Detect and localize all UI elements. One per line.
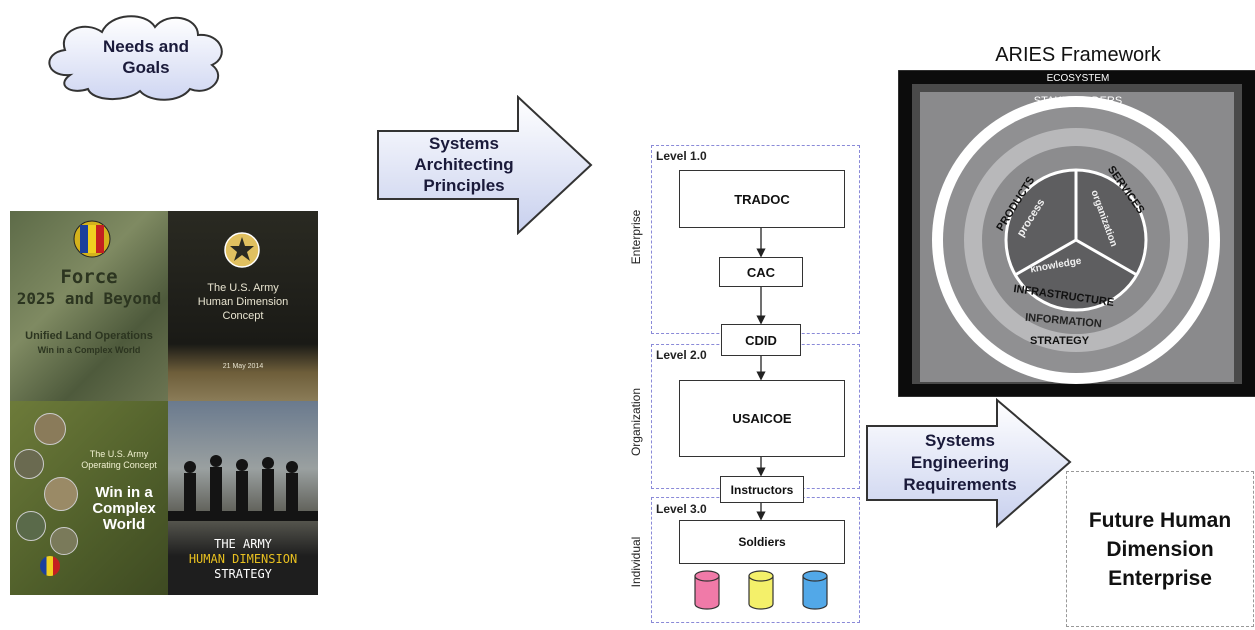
cover-operating-concept: The U.S. Army Operating Concept Win in a… — [10, 401, 168, 595]
cover-hd-strategy: THE ARMY HUMAN DIMENSION STRATEGY — [168, 401, 318, 595]
cover-force-2025: Force 2025 and Beyond Unified Land Opera… — [10, 211, 168, 401]
yellow-cylinder-icon — [748, 570, 774, 610]
cylinder-icons — [694, 570, 828, 610]
tradoc-box: TRADOC — [679, 170, 845, 228]
oc-title-2: Complex — [92, 500, 156, 517]
oc-circle-5 — [50, 527, 78, 555]
soldiers-box: Soldiers — [679, 520, 845, 564]
oc-title-3: World — [102, 516, 146, 533]
army-seal-icon — [73, 220, 111, 258]
aries-ecosystem-label: ECOSYSTEM — [1046, 73, 1110, 84]
force-subtitle-1: Unified Land Operations — [25, 330, 153, 342]
hds-line3: STRATEGY — [214, 567, 272, 581]
aries-stakeholders-label: STAKEHOLDERS — [1033, 95, 1123, 107]
soldiers-silhouette — [168, 455, 318, 521]
hdc-date: 21 May 2014 — [222, 363, 264, 370]
aries-framework-diagram — [898, 70, 1255, 397]
force-title-2: 2025 and Beyond — [16, 289, 162, 308]
oc-seal — [40, 556, 60, 576]
force-subtitle-2: Win in a Complex World — [37, 345, 141, 355]
hdc-title-1: The U.S. Army — [207, 282, 279, 294]
blue-cylinder-icon — [802, 570, 828, 610]
oc-circle-4 — [16, 511, 46, 541]
cover-human-dimension-concept: The U.S. Army Human Dimension Concept 21… — [168, 211, 318, 401]
hds-line2: HUMAN DIMENSION — [188, 552, 298, 566]
level-2-label: Level 2.0 — [656, 348, 707, 362]
cdid-box: CDID — [721, 324, 801, 356]
oc-header-2: Operating Concept — [81, 460, 157, 470]
aries-title: ARIES Framework — [995, 44, 1161, 66]
needs-goals-cloud — [48, 15, 223, 101]
cac-box: CAC — [719, 257, 803, 287]
instructors-box: Instructors — [720, 476, 804, 503]
architecting-arrow — [377, 95, 593, 235]
usaicoe-box: USAICOE — [679, 380, 845, 457]
hdc-title-3: Concept — [222, 310, 264, 322]
engineering-arrow — [866, 398, 1072, 529]
hdc-title-2: Human Dimension — [197, 296, 289, 308]
oc-circle-2 — [14, 449, 44, 479]
level-3-label: Level 3.0 — [656, 502, 707, 516]
aries-strategy-label: STRATEGY — [1030, 335, 1090, 347]
force-title-1: Force — [60, 266, 118, 288]
army-star-seal-icon — [224, 232, 260, 268]
oc-circle-3 — [44, 477, 78, 511]
hds-line1: THE ARMY — [214, 537, 272, 551]
oc-circle-1 — [34, 413, 66, 445]
level-1-label: Level 1.0 — [656, 149, 707, 163]
oc-header-1: The U.S. Army — [89, 449, 149, 459]
oc-title-1: Win in a — [95, 484, 153, 501]
pink-cylinder-icon — [694, 570, 720, 610]
